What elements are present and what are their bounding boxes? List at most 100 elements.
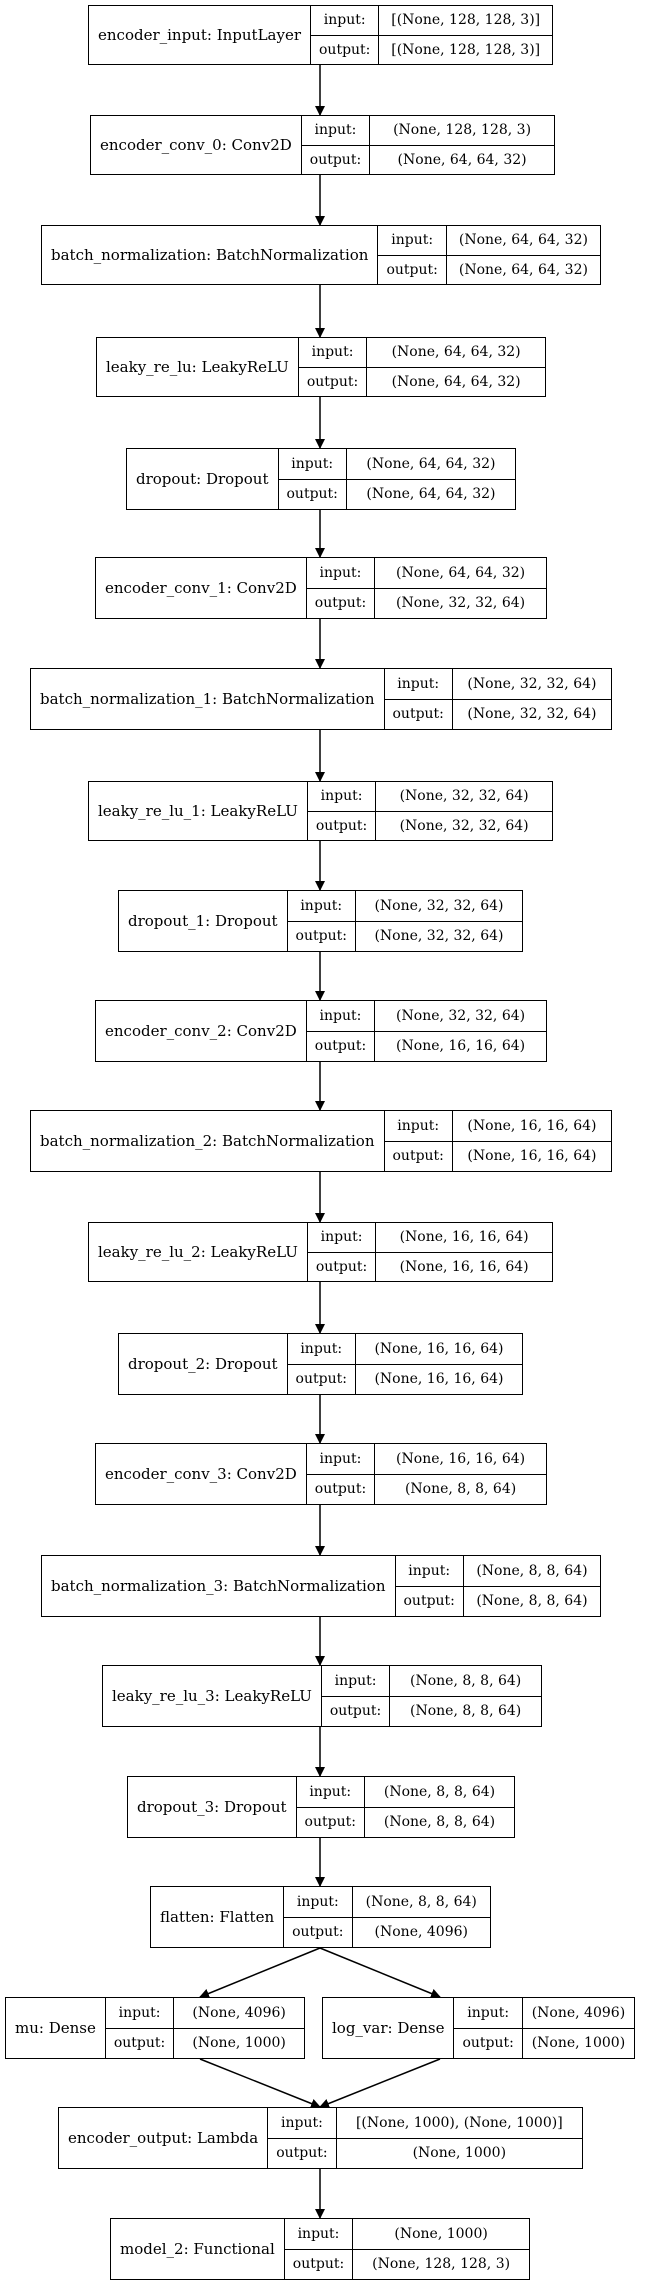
layer-name: model_2: Functional xyxy=(111,2219,285,2279)
input-label: input: xyxy=(397,1117,440,1134)
layer-node-encoder-conv-3: encoder_conv_3: Conv2D input: output:(None… xyxy=(95,1443,547,1505)
shape-values: (None, 16, 16, 64)(None, 16, 16, 64) xyxy=(354,1334,522,1395)
input-label: input: xyxy=(319,564,362,581)
io-labels: input: output: xyxy=(287,1334,355,1395)
io-labels: input:output: xyxy=(378,226,446,284)
io-labels: input: output: xyxy=(384,1111,452,1172)
shape-values: (None, 8, 8, 64) (None, 8, 8, 64) xyxy=(389,1666,541,1726)
input-label: input: xyxy=(309,1783,352,1800)
layer-node-batch-normalization-3: batch_normalization_3: BatchNormalizatio… xyxy=(41,1555,601,1617)
io-labels: input: output: xyxy=(278,449,346,510)
output-shape: (None, 16, 16, 64) xyxy=(355,1363,522,1395)
io-labels: input:output: xyxy=(307,782,376,841)
layer-name: encoder_conv_1: Conv2D xyxy=(96,558,307,618)
output-label: output: xyxy=(268,2137,336,2169)
output-shape: (None, 8, 8, 64) xyxy=(364,1806,514,1838)
layer-name: encoder_conv_0: Conv2D xyxy=(91,116,302,174)
shape-values: (None, 32, 32, 64)(None, 16, 16, 64) xyxy=(374,1001,546,1061)
output-label: output: xyxy=(306,1473,375,1505)
output-shape: (None, 1000) xyxy=(522,2027,634,2059)
io-labels: input:output: xyxy=(311,6,379,64)
layer-name: mu: Dense xyxy=(6,1998,106,2058)
shape-values: (None, 8, 8, 64)(None, 4096) xyxy=(351,1887,490,1947)
shape-values: (None, 1000)(None, 128, 128, 3) xyxy=(352,2219,529,2279)
output-label: output: xyxy=(306,587,375,619)
shape-values: (None, 8, 8, 64)(None, 8, 8, 64) xyxy=(462,1556,600,1616)
layer-node-encoder-conv-1: encoder_conv_1: Conv2D input: output:(None… xyxy=(95,557,547,619)
layer-name: batch_normalization: BatchNormalization xyxy=(42,226,379,284)
shape-values: (None, 32, 32, 64)(None, 32, 32, 64) xyxy=(451,669,611,729)
input-shape: (None, 8, 8, 64) xyxy=(410,1672,522,1689)
output-label: output: xyxy=(287,1363,355,1395)
layer-name: flatten: Flatten xyxy=(151,1887,285,1947)
layer-name: log_var: Dense xyxy=(323,1998,455,2058)
output-shape: (None, 32, 32, 64) xyxy=(376,810,552,841)
shape-values: (None, 16, 16, 64)(None, 16, 16, 64) xyxy=(451,1111,611,1172)
output-label: output: xyxy=(296,1806,364,1838)
input-shape: (None, 8, 8, 64) xyxy=(383,1783,496,1800)
shape-values: [(None, 128, 128, 3)][(None, 128, 128, 3… xyxy=(378,6,552,64)
io-labels: input:output: xyxy=(284,2219,353,2279)
output-shape: (None, 64, 64, 32) xyxy=(367,366,545,397)
io-labels: input:output: xyxy=(395,1556,463,1617)
output-label: output: xyxy=(307,810,376,841)
shape-values: (None, 64, 64, 32)(None, 32, 32, 64) xyxy=(374,558,546,618)
input-shape: (None, 64, 64, 32) xyxy=(366,455,496,472)
layer-name: dropout_3: Dropout xyxy=(128,1777,297,1837)
shape-values: (None, 32, 32, 64)(None, 32, 32, 64) xyxy=(354,891,522,951)
input-shape: (None, 8, 8, 64) xyxy=(476,1562,588,1579)
input-label: input: xyxy=(334,1672,377,1689)
layer-node-batch-normalization-2: batch_normalization_2: BatchNormalizatio… xyxy=(30,1110,612,1172)
shape-values: (None, 64, 64, 32)(None, 64, 64, 32) xyxy=(445,226,600,285)
output-shape: (None, 8, 8, 64) xyxy=(390,1695,541,1727)
input-shape: (None, 32, 32, 64) xyxy=(467,675,597,692)
input-label: input: xyxy=(300,1340,343,1357)
input-shape: [(None, 1000), (None, 1000)] xyxy=(355,2114,563,2131)
shape-values: (None, 16, 16, 64)(None, 16, 16, 64) xyxy=(375,1223,552,1281)
output-shape: (None, 8, 8, 64) xyxy=(375,1473,546,1505)
input-label: input: xyxy=(320,1229,363,1246)
output-label: output: xyxy=(395,1585,463,1617)
layer-name: leaky_re_lu_1: LeakyReLU xyxy=(89,782,308,840)
input-label: input: xyxy=(319,1450,362,1467)
input-label: input: xyxy=(291,455,334,472)
output-label: output: xyxy=(298,366,367,397)
input-label: input: xyxy=(467,2004,510,2021)
layer-name: encoder_input: InputLayer xyxy=(89,6,311,64)
output-shape: (None, 1000) xyxy=(174,2027,304,2059)
input-shape: [(None, 128, 128, 3)] xyxy=(391,12,541,29)
input-shape: (None, 8, 8, 64) xyxy=(365,1893,477,1910)
output-shape: (None, 64, 64, 32) xyxy=(446,254,600,285)
input-label: input: xyxy=(314,122,357,139)
shape-values: (None, 4096) (None, 1000) xyxy=(173,1998,304,2058)
output-shape: (None, 16, 16, 64) xyxy=(452,1140,611,1172)
layer-name: batch_normalization_1: BatchNormalizatio… xyxy=(31,669,385,729)
layer-name: dropout: Dropout xyxy=(127,449,279,509)
output-shape: (None, 1000) xyxy=(336,2137,582,2169)
input-shape: (None, 32, 32, 64) xyxy=(396,1007,526,1024)
io-labels: input: output: xyxy=(306,1444,375,1505)
input-shape: (None, 32, 32, 64) xyxy=(374,897,504,914)
input-label: input: xyxy=(323,12,366,29)
output-shape: (None, 64, 64, 32) xyxy=(346,478,515,510)
input-label: input: xyxy=(281,2114,323,2131)
layer-name: encoder_conv_3: Conv2D xyxy=(96,1444,307,1504)
io-labels: input:output: xyxy=(384,669,452,729)
output-label: output: xyxy=(278,478,346,510)
input-shape: (None, 4096) xyxy=(192,2004,286,2021)
output-shape: (None, 64, 64, 32) xyxy=(370,144,554,175)
edge-arrow xyxy=(199,1947,321,1999)
output-label: output: xyxy=(384,1140,452,1172)
io-labels: input:output: xyxy=(298,338,367,397)
input-label: input: xyxy=(296,1893,339,1910)
io-labels: input:output: xyxy=(284,1887,352,1947)
io-labels: input: output: xyxy=(268,2108,336,2169)
input-label: input: xyxy=(297,2225,340,2242)
